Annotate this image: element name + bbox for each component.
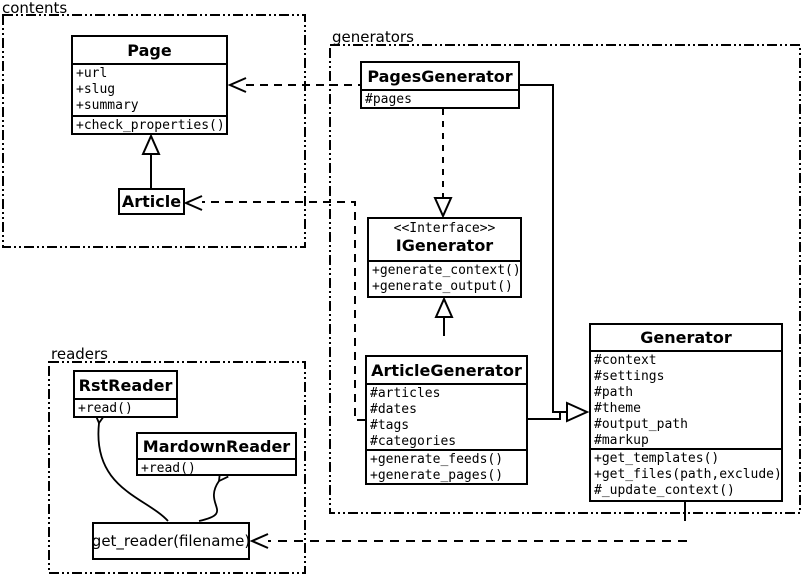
- methods-compartment: +generate_feeds() +generate_pages(): [367, 449, 526, 483]
- package-contents-border: [2, 14, 306, 248]
- open-arrowhead-icon: [249, 533, 269, 549]
- inheritance-arrowhead-icon: [433, 197, 453, 219]
- method: +read(): [78, 401, 133, 416]
- attribute: #pages: [365, 92, 412, 107]
- attribute: #theme: [594, 401, 641, 416]
- class-title: ArticleGenerator: [371, 360, 522, 380]
- class-title: MardownReader: [142, 436, 291, 456]
- class-igenerator: <<Interface>> IGenerator +generate_conte…: [367, 217, 522, 298]
- methods-compartment: +get_templates() +get_files(path,exclude…: [591, 448, 781, 500]
- methods-compartment: +check_properties(): [73, 115, 226, 133]
- class-title: Article: [121, 192, 182, 211]
- inheritance-arrowhead-icon: [141, 133, 161, 155]
- class-title: Generator: [640, 328, 732, 347]
- open-arrowhead-icon: [183, 195, 203, 211]
- attribute: #articles: [370, 386, 441, 401]
- method: #_update_context(): [594, 483, 735, 498]
- method: +generate_pages(): [370, 468, 504, 483]
- class-title: <<Interface>> IGenerator: [369, 219, 520, 260]
- class-generator: Generator #context #settings #path #them…: [589, 323, 783, 502]
- package-generators-border: [329, 44, 801, 514]
- methods-compartment: +read(): [138, 458, 295, 476]
- class-mardownreader: MardownReader +read(): [136, 432, 297, 476]
- generalization-articlegenerator-to-generator: [528, 412, 561, 420]
- method: +generate_feeds(): [370, 452, 504, 467]
- package-label-readers: readers: [51, 345, 108, 363]
- method: +check_properties(): [76, 118, 225, 133]
- attributes-compartment: +url +slug +summary: [73, 63, 226, 115]
- method: +generate_output(): [372, 279, 513, 294]
- inheritance-arrowhead-icon: [566, 401, 590, 423]
- function-get-reader: get_reader(filename): [92, 522, 250, 560]
- method: +get_files(path,exclude): [594, 467, 782, 482]
- class-page: Page +url +slug +summary +check_properti…: [71, 35, 228, 135]
- class-title: Page: [127, 40, 172, 60]
- method: +generate_context(): [372, 263, 521, 278]
- class-article: Article: [118, 188, 185, 215]
- attribute: #dates: [370, 402, 417, 417]
- attributes-compartment: #pages: [362, 89, 518, 107]
- package-readers-border: [48, 361, 306, 574]
- package-label-generators: generators: [332, 28, 414, 46]
- attribute: +summary: [76, 98, 139, 113]
- methods-compartment: +generate_context() +generate_output(): [369, 260, 520, 296]
- class-pagesgenerator: PagesGenerator #pages: [360, 61, 520, 109]
- method: +read(): [141, 461, 196, 476]
- class-title: PagesGenerator: [367, 66, 513, 86]
- package-label-contents: contents: [2, 0, 68, 17]
- class-articlegenerator: ArticleGenerator #articles #dates #tags …: [365, 355, 528, 485]
- open-arrowhead-icon: [227, 77, 247, 93]
- call-getreader-to-rstreader: [94, 413, 169, 522]
- attribute: #markup: [594, 433, 649, 448]
- attributes-compartment: #context #settings #path #theme #output_…: [591, 350, 781, 448]
- attribute: #output_path: [594, 417, 688, 432]
- call-getreader-to-mardownreader: [198, 470, 229, 522]
- stereotype: <<Interface>>: [393, 221, 496, 236]
- method: +get_templates(): [594, 451, 720, 466]
- attribute: #context: [594, 353, 657, 368]
- class-name: IGenerator: [395, 236, 494, 255]
- dependency-articlegenerator-to-article: [202, 201, 365, 421]
- class-title: RstReader: [78, 375, 173, 395]
- attributes-compartment: #articles #dates #tags #categories: [367, 383, 526, 449]
- attribute: +url: [76, 66, 108, 81]
- attribute: #settings: [594, 369, 665, 384]
- class-rstreader: RstReader +read(): [73, 370, 178, 418]
- attribute: #tags: [370, 418, 410, 433]
- attribute: +slug: [76, 82, 116, 97]
- attribute: #categories: [370, 434, 457, 449]
- inheritance-arrowhead-icon: [434, 296, 454, 318]
- methods-compartment: +read(): [75, 398, 176, 416]
- attribute: #path: [594, 385, 634, 400]
